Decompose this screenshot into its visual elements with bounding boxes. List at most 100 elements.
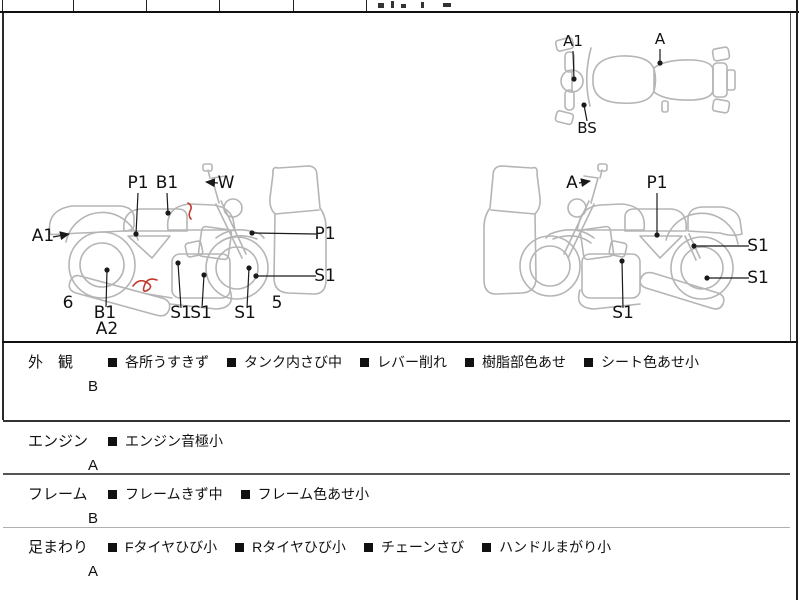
table-divider bbox=[146, 0, 147, 11]
section-items: 各所うすきず タンク内さび中 レバー削れ 樹脂部色あせ シート色あせ小 bbox=[108, 351, 790, 372]
bullet-square-icon bbox=[108, 357, 117, 367]
table-divider bbox=[2, 0, 3, 11]
condition-item: Rタイヤひび小 bbox=[235, 537, 346, 557]
condition-item-text: 各所うすきず bbox=[125, 354, 209, 370]
cutoff-text-fragment bbox=[443, 3, 451, 7]
condition-rows: 外 観 B 各所うすきず タンク内さび中 レバー削れ 樹脂部色あせ シート色あせ小エンジン A… bbox=[3, 343, 790, 601]
condition-row: 足まわり A Fタイヤひび小 Rタイヤひび小 チェーンさび ハンドルまがり小 bbox=[3, 527, 790, 601]
condition-item: チェーンさび bbox=[363, 537, 465, 557]
diagram-label: A1 bbox=[32, 226, 54, 246]
section-label: エンジン A bbox=[28, 430, 108, 474]
section-items: Fタイヤひび小 Rタイヤひび小 チェーンさび ハンドルまがり小 bbox=[108, 536, 790, 557]
diagram-label: S1 bbox=[314, 266, 336, 286]
condition-item-text: エンジン音極小 bbox=[125, 433, 223, 449]
cutoff-text-fragment bbox=[421, 2, 424, 8]
leader-line bbox=[201, 272, 207, 309]
leader-line bbox=[578, 178, 591, 188]
condition-item: Fタイヤひび小 bbox=[108, 537, 217, 557]
leader-line bbox=[165, 192, 171, 216]
condition-item: シート色あせ小 bbox=[584, 352, 699, 372]
diagram-label: A2 bbox=[96, 319, 118, 339]
diagram-label: P1 bbox=[646, 173, 667, 193]
top-table-strip bbox=[0, 0, 800, 13]
leader-line bbox=[175, 260, 182, 309]
condition-item-text: Fタイヤひび小 bbox=[125, 539, 218, 555]
bullet-square-icon bbox=[360, 357, 369, 367]
leader-line bbox=[133, 192, 139, 237]
diagram-label: S1 bbox=[747, 236, 769, 256]
section-grade: B bbox=[88, 378, 99, 395]
bullet-square-icon bbox=[584, 357, 593, 367]
diagram-label: S1 bbox=[747, 268, 769, 288]
condition-item-text: Rタイヤひび小 bbox=[252, 539, 346, 555]
condition-item: フレームきず中 bbox=[108, 484, 223, 504]
condition-item-text: 樹脂部色あせ bbox=[482, 354, 566, 370]
condition-item: 樹脂部色あせ bbox=[465, 352, 566, 372]
table-divider bbox=[219, 0, 220, 11]
cutoff-text-fragment bbox=[401, 4, 406, 8]
section-label: 外 観 B bbox=[28, 351, 108, 395]
bullet-square-icon bbox=[108, 489, 117, 499]
bullet-square-icon bbox=[108, 542, 117, 552]
diagram-label: S1 bbox=[612, 303, 634, 323]
diagram-label: BS bbox=[577, 119, 597, 137]
diagram-label: A bbox=[566, 173, 578, 193]
cutoff-text-fragment bbox=[391, 1, 394, 8]
diagram-label: 5 bbox=[272, 293, 283, 313]
inner-right-border bbox=[790, 13, 791, 341]
diagram-label: A bbox=[655, 30, 666, 48]
condition-item-text: ハンドルまがり小 bbox=[499, 539, 612, 555]
condition-item: エンジン音極小 bbox=[108, 431, 223, 451]
diagram-label: 6 bbox=[63, 293, 74, 313]
leader-line bbox=[104, 267, 110, 308]
leader-line bbox=[571, 50, 577, 82]
condition-row: エンジン A エンジン音極小 bbox=[3, 420, 790, 474]
condition-item-text: チェーンさび bbox=[380, 539, 465, 555]
section-name: 外 観 bbox=[28, 354, 74, 371]
leader-line bbox=[52, 231, 70, 241]
strip-bottom-border bbox=[0, 11, 799, 13]
bike-top-outline bbox=[554, 36, 736, 126]
table-divider bbox=[73, 0, 74, 11]
section-name: エンジン bbox=[28, 433, 89, 450]
section-name: フレーム bbox=[28, 486, 88, 503]
section-label: 足まわり A bbox=[28, 536, 108, 580]
damage-mark-tank bbox=[187, 202, 192, 220]
section-grade: B bbox=[88, 510, 99, 527]
section-divider bbox=[2, 341, 798, 343]
section-grade: A bbox=[88, 563, 99, 580]
section-grade: A bbox=[88, 457, 99, 474]
diagram-label: P1 bbox=[127, 173, 148, 193]
outer-right-border bbox=[796, 0, 798, 600]
bullet-square-icon bbox=[482, 542, 492, 552]
section-items: フレームきず中 フレーム色あせ小 bbox=[108, 483, 790, 504]
bike-outline bbox=[48, 163, 327, 317]
section-name: 足まわり bbox=[28, 539, 89, 556]
condition-item: 各所うすきず bbox=[108, 352, 209, 372]
condition-item: タンク内さび中 bbox=[227, 352, 342, 372]
leader-line bbox=[581, 102, 588, 122]
diagram-label: S1 bbox=[234, 303, 256, 323]
condition-item: レバー削れ bbox=[360, 352, 447, 372]
bullet-square-icon bbox=[240, 489, 250, 499]
bullet-square-icon bbox=[235, 542, 245, 552]
bullet-square-icon bbox=[465, 357, 474, 367]
condition-item-text: シート色あせ小 bbox=[601, 354, 699, 370]
leader-line bbox=[249, 230, 317, 236]
bullet-square-icon bbox=[227, 357, 236, 367]
leader-line bbox=[205, 178, 219, 188]
condition-item-text: フレーム色あせ小 bbox=[257, 486, 370, 502]
condition-item-text: レバー削れ bbox=[377, 354, 447, 370]
diagram-label: W bbox=[218, 173, 235, 193]
leader-line bbox=[246, 265, 252, 309]
diagram-label: S1 bbox=[170, 303, 192, 323]
condition-item-text: フレームきず中 bbox=[125, 486, 223, 502]
left-border bbox=[2, 13, 4, 420]
